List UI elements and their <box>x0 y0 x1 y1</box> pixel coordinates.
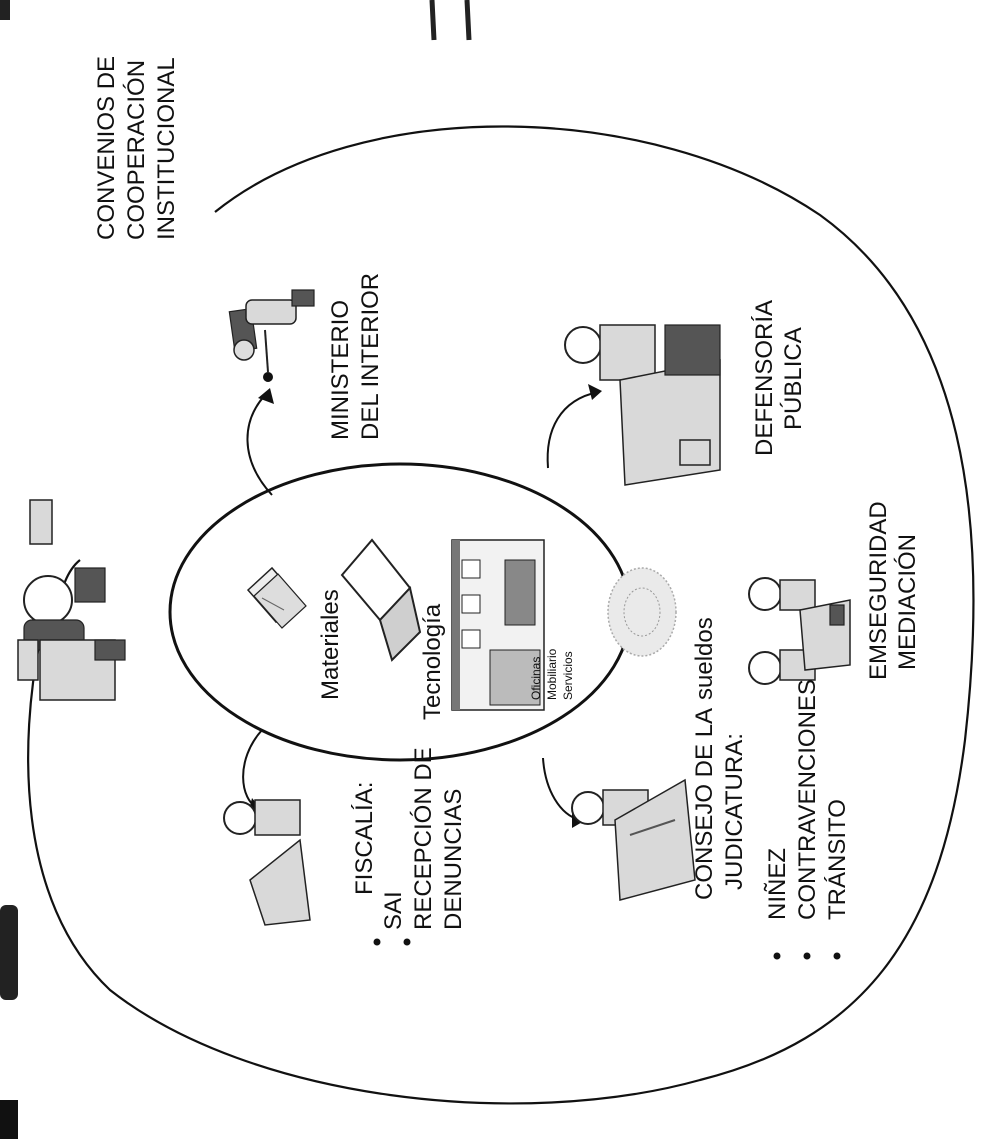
scan-mark-lines <box>429 0 472 41</box>
arrow-to-defensoria <box>546 384 602 469</box>
fiscalia-person-writing-icon <box>223 799 311 926</box>
emseguridad-label-line-1: EMSEGURIDAD <box>865 501 892 680</box>
person-at-desk-icon <box>564 324 721 486</box>
building-line-mobiliario: Mobiliario <box>545 648 559 700</box>
ministerio-label-line-2: DEL INTERIOR <box>357 273 384 440</box>
consejo-bullet-dot-3 <box>833 952 841 960</box>
scan-mark-bottom <box>0 1100 18 1139</box>
person-at-computer-icon <box>17 499 126 701</box>
building-line-servicios: Servicios <box>561 651 575 700</box>
defensoria-label-line-1: DEFENSORÍA <box>751 300 778 456</box>
emseguridad-label-line-2: MEDIACIÓN <box>894 534 921 670</box>
consejo-bullet-ninez: NIÑEZ <box>764 848 791 920</box>
center-item-tecnologia: Tecnología <box>419 603 446 720</box>
scan-mark-top <box>0 0 10 20</box>
fiscalia-bullet-sai: SAI <box>380 891 407 930</box>
laptop-icon <box>340 538 422 662</box>
header-title-line-1: CONVENIOS DE <box>93 56 120 240</box>
consejo-bullet-contravenciones: CONTRAVENCIONES <box>794 679 821 920</box>
consejo-bullet-dot-2 <box>803 952 811 960</box>
scan-mark-left <box>0 905 18 1000</box>
consejo-person-writing-icon <box>571 778 696 901</box>
fiscalia-bullet-dot-1 <box>373 938 381 946</box>
consejo-bullet-transito: TRÁNSITO <box>824 799 851 920</box>
arrow-to-ministerio <box>246 388 274 496</box>
outer-circle <box>27 125 975 1105</box>
building-line-oficinas: Oficinas <box>529 657 543 700</box>
ministerio-label-line-1: MINISTERIO <box>327 300 354 440</box>
header-title-line-2: COOPERACIÓN <box>123 60 150 240</box>
fiscalia-heading: FISCALÍA: <box>351 782 378 895</box>
fiscalia-bullet-dot-2 <box>403 938 411 946</box>
header-title-line-3: INSTITUCIONAL <box>153 57 180 240</box>
fiscalia-bullet-denuncias: DENUNCIAS <box>440 789 467 930</box>
consejo-heading-line-1: CONSEJO DE LA <box>691 708 718 900</box>
police-officer-icon <box>228 289 315 382</box>
consejo-heading-line-2: JUDICATURA: <box>721 733 748 890</box>
two-people-meeting-icon <box>748 577 851 685</box>
fiscalia-bullet-recepcion: RECEPCIÓN DE <box>410 747 437 930</box>
center-item-sueldos: sueldos <box>691 617 718 700</box>
consejo-bullet-dot-1 <box>773 952 781 960</box>
money-coin-icon <box>607 567 677 657</box>
office-building-icon <box>451 539 545 711</box>
papers-stack-icon <box>246 566 307 629</box>
defensoria-label-line-2: PÚBLICA <box>780 327 807 430</box>
center-item-materiales: Materiales <box>317 589 344 700</box>
